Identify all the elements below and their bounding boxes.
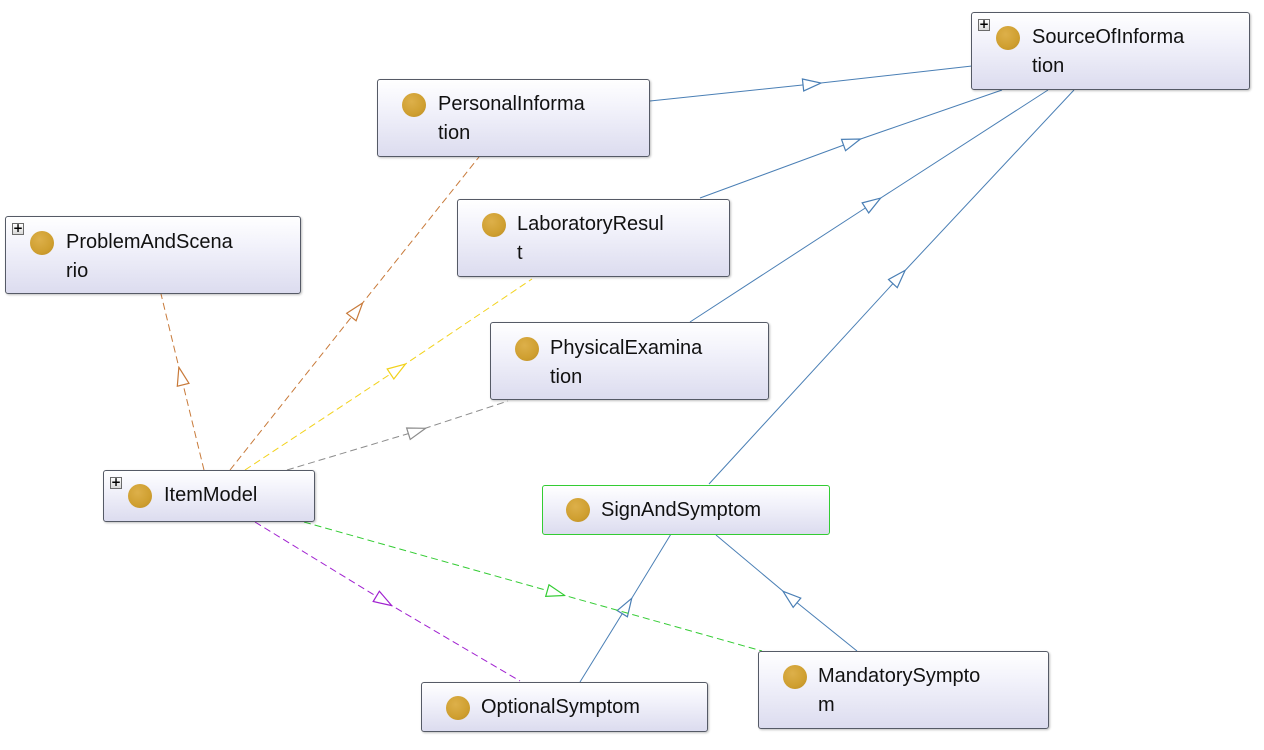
expand-icon[interactable]: + [12,221,24,235]
edge-item-to-mandatory [303,521,763,652]
node-label-line1: SourceOfInforma [1032,26,1185,48]
edge-sign-to-source [708,89,1075,485]
edge-physical-to-source [689,89,1049,323]
class-icon [128,484,152,508]
node-label-line2: m [818,694,835,716]
node-label-line1: PhysicalExamina [550,337,703,359]
node-problem-and-scenario[interactable]: + ProblemAndScena rio [5,216,301,294]
node-label-line2: t [517,242,523,264]
node-label: SignAndSymptom [601,499,762,521]
edge-personal-to-source [649,65,973,102]
class-icon [783,665,807,689]
edge-item-to-physical [286,400,509,471]
edge-item-to-laboratory [244,278,533,471]
class-icon [446,696,470,720]
node-label-line1: ProblemAndScena [66,231,233,253]
node-sign-and-symptom[interactable]: SignAndSymptom [542,485,830,535]
node-label-line2: tion [550,366,583,388]
node-label-line2: tion [438,122,471,144]
edge-item-to-optional [254,521,521,682]
edge-item-to-problem [160,293,205,471]
edge-item-to-personal [229,156,480,471]
node-optional-symptom[interactable]: OptionalSymptom [421,682,708,732]
edge-optional-to-sign [579,533,672,683]
node-physical-examination[interactable]: PhysicalExamina tion [490,322,769,400]
node-label-line1: MandatorySympto [818,665,981,687]
node-label: OptionalSymptom [481,696,640,718]
node-label-line1: LaboratoryResul [517,213,664,235]
class-icon [482,213,506,237]
class-icon [515,337,539,361]
node-label-line1: PersonalInforma [438,93,585,115]
node-source-of-information[interactable]: + SourceOfInforma tion [971,12,1250,90]
class-icon [566,498,590,522]
class-icon [996,26,1020,50]
edge-mandatory-to-sign [715,534,858,652]
node-personal-information[interactable]: PersonalInforma tion [377,79,650,157]
node-mandatory-symptom[interactable]: MandatorySympto m [758,651,1049,729]
expand-icon[interactable]: + [978,17,990,31]
node-laboratory-result[interactable]: LaboratoryResul t [457,199,730,277]
edge-laboratory-to-source [699,89,1003,199]
class-icon [30,231,54,255]
node-item-model[interactable]: + ItemModel [103,470,315,522]
node-label-line2: rio [66,260,89,282]
node-label-line2: tion [1032,55,1065,77]
class-icon [402,93,426,117]
node-label: ItemModel [164,484,258,506]
expand-icon[interactable]: + [110,475,122,489]
